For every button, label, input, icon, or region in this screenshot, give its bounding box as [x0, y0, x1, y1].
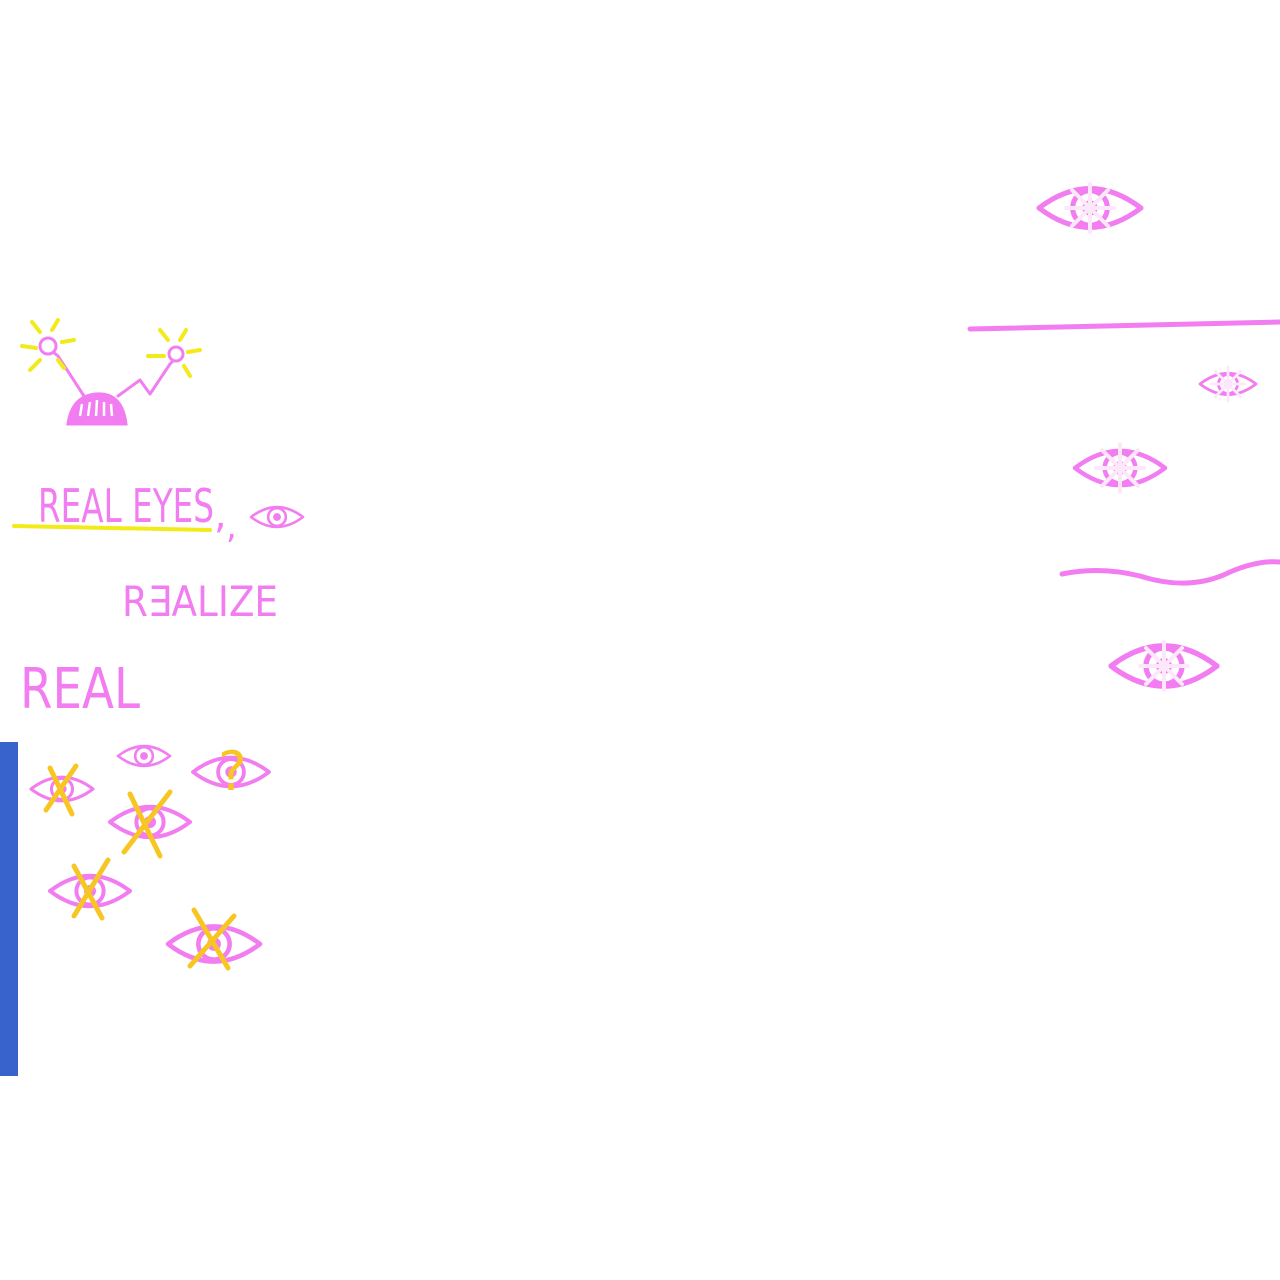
sparkle-eye-icon — [1075, 442, 1165, 494]
sparkle-eye-icon — [1198, 365, 1258, 403]
crossed-out-eye-icon — [168, 907, 260, 971]
antenna-creature-icon — [20, 318, 202, 426]
blue-vertical-bar — [0, 742, 18, 1076]
crossed-out-eye-icon — [29, 763, 95, 817]
comma-text: , — [214, 492, 227, 538]
pink-horizontal-line — [967, 319, 1280, 332]
eye-icon — [116, 744, 172, 768]
sparkle-eye-icon — [1039, 182, 1141, 234]
realize-text: R∃ALIZE — [122, 577, 278, 626]
real-eyes-text: REAL EYES — [38, 479, 214, 533]
comma-text-2: , — [226, 507, 237, 547]
crossed-out-eye-icon — [110, 789, 190, 859]
yellow-underline — [12, 524, 212, 532]
sparkle-eye-icon — [1111, 640, 1217, 692]
eye-icon — [249, 505, 305, 529]
question-eye-icon: ? — [191, 740, 271, 803]
crossed-out-eye-icon — [50, 857, 130, 921]
pink-wavy-line — [1059, 559, 1280, 586]
question-mark: ? — [218, 740, 247, 803]
real-text: REAL — [20, 657, 140, 722]
